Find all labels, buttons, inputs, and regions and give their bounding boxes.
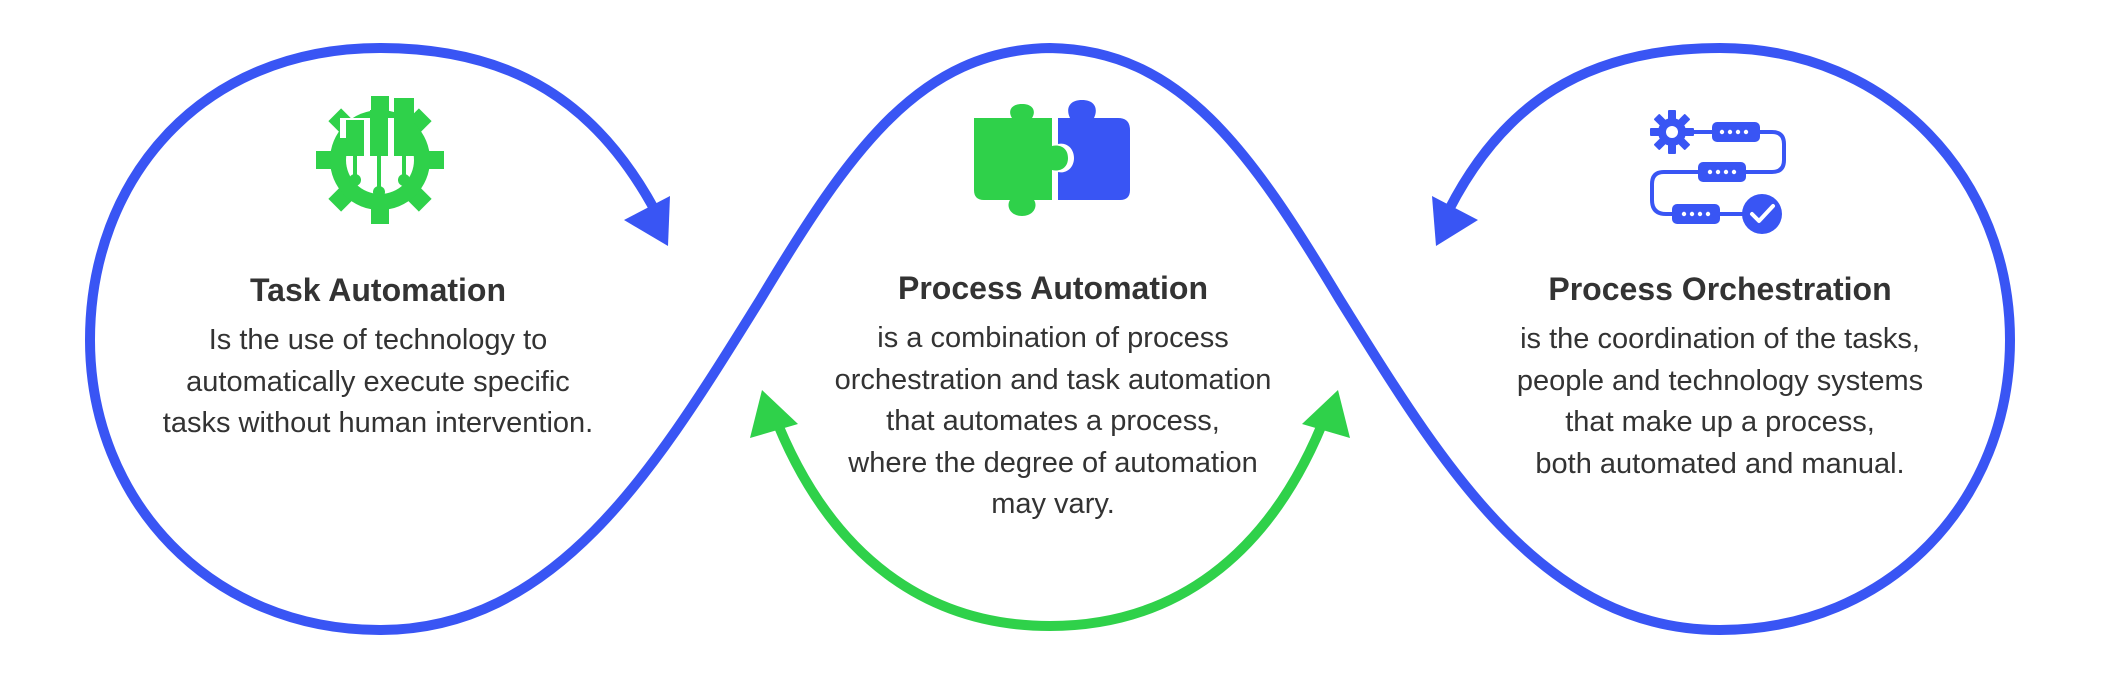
desc-line: both automated and manual. <box>1535 447 1905 480</box>
desc-line: is the coordination of the tasks, <box>1520 323 1920 355</box>
desc-line: is a combination of process <box>877 322 1229 354</box>
green-arc-path <box>768 407 1332 632</box>
blue-arrowhead-left <box>624 196 670 246</box>
task-automation-description: Is the use of technology to automaticall… <box>118 320 638 445</box>
workflow-icon <box>1650 110 1786 234</box>
desc-line: may vary. <box>991 488 1115 520</box>
desc-line: tasks without human intervention. <box>162 407 594 439</box>
process-orchestration-title: Process Orchestration <box>1548 271 1892 307</box>
desc-line: automatically execute specific <box>186 365 570 398</box>
desc-line: people and technology systems <box>1516 364 1924 397</box>
desc-line: Is the use of technology to <box>208 324 548 356</box>
task-automation-block: Task Automation Is the use of technology… <box>118 270 638 445</box>
desc-line: orchestration and task automation <box>834 363 1272 396</box>
blue-wave-path <box>84 42 2016 636</box>
blue-arrowhead-right <box>1432 196 1478 246</box>
desc-line: where the degree of automation <box>848 446 1258 479</box>
process-orchestration-description: is the coordination of the tasks, people… <box>1450 319 1990 485</box>
process-automation-title: Process Automation <box>898 270 1208 306</box>
gear-chart-icon <box>316 96 444 224</box>
desc-line: that automates a process, <box>886 405 1220 437</box>
process-automation-block: Process Automation is a combination of p… <box>788 268 1318 526</box>
puzzle-icon <box>974 100 1130 216</box>
green-arrowhead-left <box>750 390 798 438</box>
process-orchestration-block: Process Orchestration is the coordinatio… <box>1450 269 1990 485</box>
desc-line: that make up a process, <box>1565 406 1875 438</box>
green-arrowhead-right <box>1302 390 1350 438</box>
task-automation-title: Task Automation <box>249 272 506 308</box>
process-automation-description: is a combination of process orchestratio… <box>788 318 1318 526</box>
